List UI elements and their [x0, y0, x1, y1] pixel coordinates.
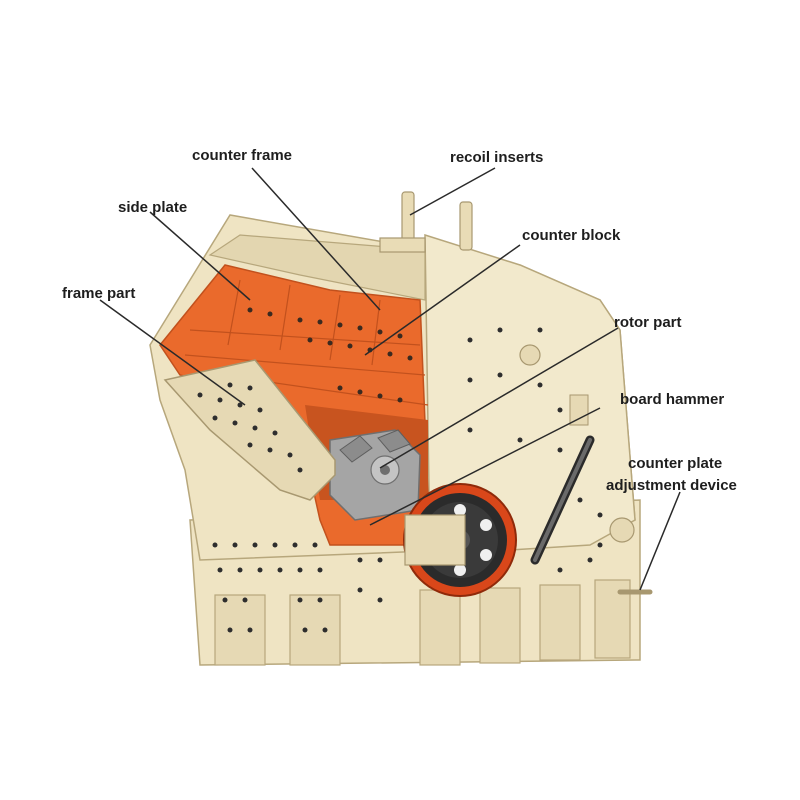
label-rotor-part: rotor part — [614, 314, 682, 331]
bearing-cover — [519, 344, 541, 366]
leader-counter-plate — [639, 491, 681, 591]
label-counter-block: counter block — [522, 227, 621, 244]
base-feet — [214, 579, 631, 666]
label-counter-plate-line2: adjustment device — [606, 477, 737, 494]
leader-board-hammer — [369, 407, 601, 526]
hydraulic-cylinder — [530, 394, 595, 565]
counter-block-bolts — [247, 307, 413, 403]
label-board-hammer: board hammer — [620, 391, 724, 408]
leader-counter-block — [364, 244, 521, 356]
counter-frame-lip — [208, 234, 426, 301]
label-side-plate: side plate — [118, 199, 187, 216]
label-counter-frame: counter frame — [192, 147, 292, 164]
adjustment-cover — [609, 517, 635, 543]
impact-crusher-illustration — [149, 191, 653, 666]
leader-rotor-part — [379, 327, 619, 469]
leader-side-plate — [149, 211, 251, 301]
shaft-bearing — [404, 514, 466, 566]
leader-lines — [99, 167, 681, 591]
leader-recoil-inserts — [409, 167, 496, 216]
recoil-insert-rods — [379, 191, 473, 253]
labels: counter frame recoil inserts side plate … — [62, 147, 737, 494]
frame-part-bolts — [197, 382, 303, 473]
leader-frame-part — [99, 299, 246, 406]
housing-bolts — [212, 327, 603, 633]
frame-part-flap — [163, 359, 336, 501]
rotor — [329, 429, 421, 521]
label-recoil-inserts: recoil inserts — [450, 149, 543, 166]
label-counter-plate-line1: counter plate — [628, 455, 722, 472]
label-frame-part: frame part — [62, 285, 135, 302]
leader-counter-frame — [251, 167, 381, 311]
board-hammer-blade — [339, 435, 373, 463]
